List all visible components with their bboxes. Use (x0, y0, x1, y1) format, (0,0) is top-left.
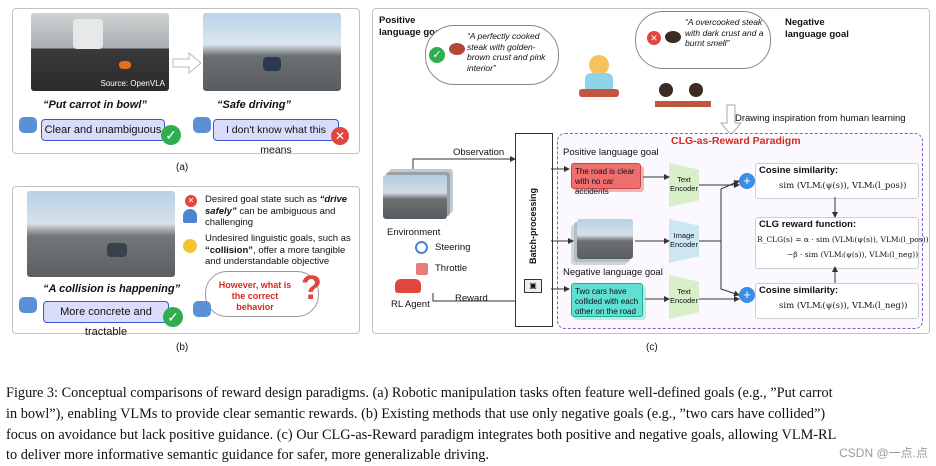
plus-node-bottom: + (739, 287, 755, 303)
panel-a-label: (a) (176, 162, 189, 173)
quote-safe-driving: “Safe driving” (217, 99, 291, 111)
steak-icon-pos (449, 43, 465, 55)
caption-line-1: Figure 3: Conceptual comparisons of rewa… (6, 385, 833, 401)
source-label: Source: OpenVLA (100, 79, 165, 88)
clg-formula-2: −β · sim (VLMᵢ(ψ(s)), VLMₗ(l_neg)) (787, 250, 919, 259)
pos-lang-goal-box: The road is clear with no car accidents (571, 163, 641, 196)
robot-arm-photo: Source: OpenVLA (31, 13, 169, 91)
panel-c: Positive language goal ✓ “A perfectly co… (372, 8, 930, 334)
steering-icon (415, 241, 428, 254)
pos-lang-goal-label: Positive language goal (563, 147, 659, 158)
robot-icon-b2 (193, 301, 211, 317)
pos-thought-cloud (425, 25, 559, 85)
response-unknown: I don't know what this means (213, 119, 339, 156)
text-encoder-neg-label: Text Encoder (670, 287, 698, 305)
paradigm-title: CLG-as-Reward Paradigm (671, 135, 801, 147)
plus-node-top: + (739, 173, 755, 189)
quote-put-carrot: “Put carrot in bowl” (43, 99, 147, 111)
neg-thought-cloud (635, 11, 771, 69)
observation-label: Observation (453, 147, 505, 158)
check-icon: ✓ (161, 125, 181, 145)
diners-icon (655, 79, 711, 119)
text-encoder-pos (669, 163, 699, 207)
neg-lang-goal-box: Two cars have collided with each other o… (571, 283, 643, 317)
environment-photo (383, 175, 447, 219)
robot-icon-b (19, 297, 37, 313)
caption-line-4: to deliver more informative semantic gui… (6, 447, 489, 463)
cosine-pos-cell (755, 163, 919, 199)
cross-icon: ✕ (331, 127, 349, 145)
response-clear: Clear and unambiguous (41, 119, 165, 141)
question-text: However, what is the correct behavior (218, 280, 292, 312)
lightbulb-icon (183, 239, 197, 253)
goal-desc-1: Desired goal state such as “drive safely… (205, 194, 348, 228)
clg-reward-cell (755, 217, 919, 269)
pos-goal-title: Positive language goal (379, 15, 443, 38)
woman-eating-icon (579, 55, 619, 103)
batch-icon: ▣ (524, 279, 542, 293)
connector-lines (412, 156, 838, 302)
panel-b: ✕ Desired goal state such as “drive safe… (12, 186, 360, 338)
robot-icon-left (19, 117, 37, 133)
reward-label: Reward (455, 293, 488, 304)
goal-desc-2: Undesired linguistic goals, such as “col… (205, 233, 351, 267)
warning-x-icon: ✕ (185, 195, 197, 207)
pos-check-icon: ✓ (429, 47, 445, 63)
quote-collision: “A collision is happening” (43, 283, 181, 295)
batch-processing-box (515, 133, 553, 327)
panel-a: Source: OpenVLA “Put carrot in bowl” “Sa… (12, 8, 360, 156)
arrow-icon (172, 51, 202, 75)
neg-goal-text: “A overcooked steak with dark crust and … (685, 17, 764, 48)
car-icon (395, 279, 421, 293)
neg-goal-title: Negative language goal (785, 17, 849, 40)
environment-label: Environment (387, 227, 441, 238)
response-concrete: More concrete and tractable (43, 301, 169, 338)
throttle-icon (416, 263, 428, 275)
cosine-neg-title: Cosine similarity: (759, 285, 839, 296)
question-cloud (205, 271, 319, 317)
caption-line-3: focus on avoidance but lack positive gui… (6, 427, 837, 443)
question-mark-icon: ? (301, 269, 322, 307)
neg-lang-goal-label: Negative language goal (563, 267, 663, 278)
check-icon-b: ✓ (163, 307, 183, 327)
caption-line-2: in bowl”), enabling VLMs to provide clea… (6, 406, 826, 422)
image-encoder (669, 219, 699, 263)
person-icon (183, 209, 197, 223)
pos-goal-text: “A perfectly cooked steak with golden-br… (467, 31, 546, 73)
image-batch-photo (577, 219, 633, 259)
panel-c-label: (c) (646, 342, 658, 353)
driving-photo-b (27, 191, 175, 277)
cosine-neg-cell (755, 283, 919, 319)
clg-reward-title: CLG reward function: (759, 219, 857, 230)
clg-formula-1: R_CLG(s) = α · sim (VLMᵢ(ψ(s)), VLMₗ(l_p… (757, 235, 929, 244)
watermark: CSDN @一点.点 (837, 444, 930, 461)
cosine-pos-title: Cosine similarity: (759, 165, 839, 176)
cosine-neg-formula: sim (VLMᵢ(ψ(s)), VLMₗ(l_neg)) (779, 301, 908, 311)
inspiration-text: Drawing inspiration from human learning (735, 113, 906, 124)
neg-cross-icon: ✕ (647, 31, 661, 45)
cosine-pos-formula: sim (VLMᵢ(ψ(s)), VLMₗ(l_pos)) (779, 181, 907, 191)
steak-icon-neg (665, 31, 681, 43)
rl-agent-label: RL Agent (391, 299, 430, 310)
text-encoder-pos-label: Text Encoder (670, 175, 698, 193)
down-arrow-icon (719, 104, 743, 136)
throttle-label: Throttle (435, 263, 468, 274)
robot-icon-right (193, 117, 211, 133)
panel-b-label: (b) (176, 342, 189, 353)
steering-label: Steering (435, 242, 471, 253)
driving-photo-a (203, 13, 341, 91)
text-encoder-neg (669, 275, 699, 319)
image-encoder-label: Image Encoder (670, 231, 698, 249)
